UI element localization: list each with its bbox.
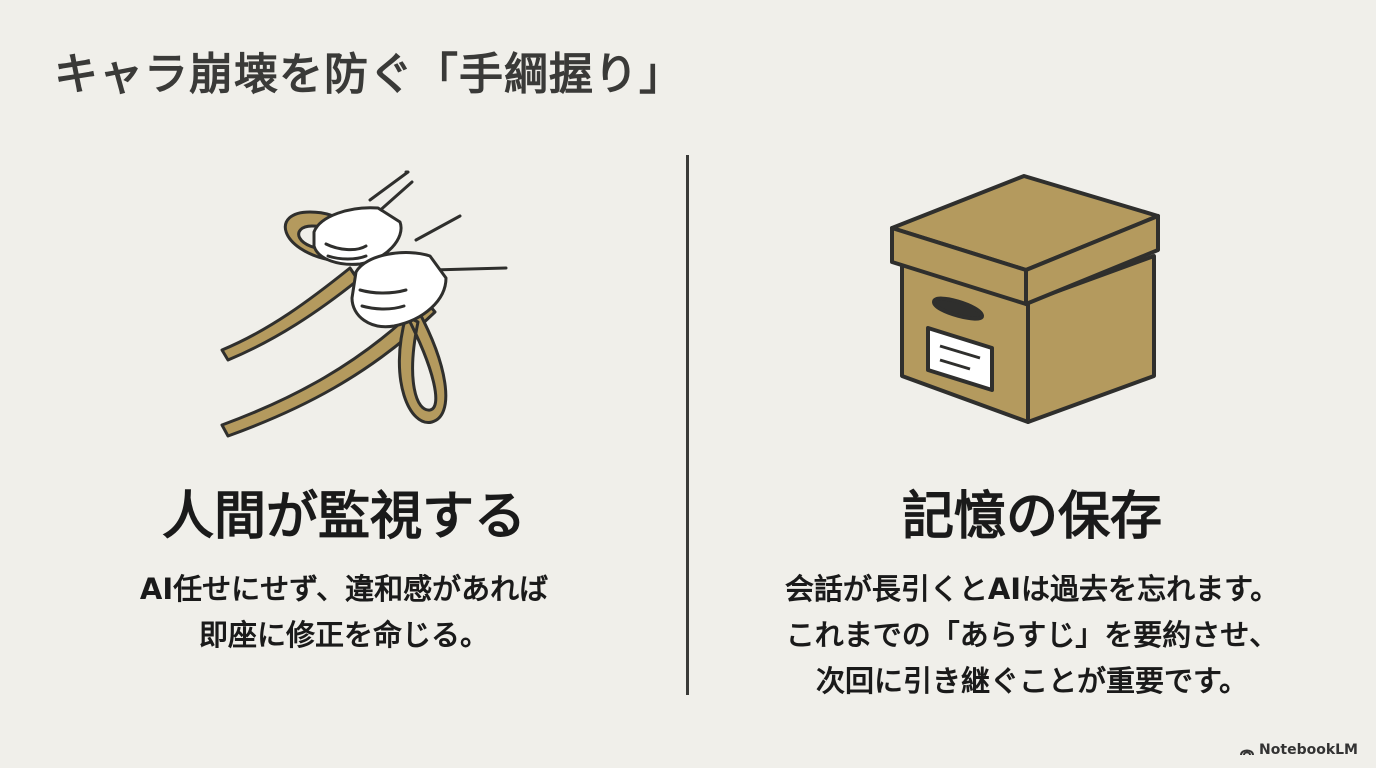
hands-holding-reins-icon	[220, 170, 508, 438]
left-body-line: 即座に修正を命じる。	[198, 618, 489, 652]
left-column: 人間が監視する AI任せにせず、違和感があれば 即座に修正を命じる。	[0, 170, 688, 658]
watermark-text: NotebookLM	[1259, 742, 1358, 758]
right-heading: 記憶の保存	[901, 487, 1162, 547]
left-heading: 人間が監視する	[161, 487, 526, 547]
left-body: AI任せにせず、違和感があれば 即座に修正を命じる。	[0, 566, 688, 658]
left-body-line: AI任せにせず、違和感があれば	[139, 572, 549, 606]
right-body-line: 次回に引き継ぐことが重要です。	[815, 664, 1249, 698]
notebooklm-watermark: NotebookLM	[1239, 742, 1358, 758]
right-body-line: 会話が長引くとAIは過去を忘れます。	[784, 572, 1280, 606]
column-divider	[686, 155, 689, 695]
notebooklm-logo-icon	[1240, 749, 1255, 756]
storage-box-icon	[890, 174, 1160, 424]
right-column: 記憶の保存 会話が長引くとAIは過去を忘れます。 これまでの「あらすじ」を要約さ…	[688, 0, 1376, 768]
right-body: 会話が長引くとAIは過去を忘れます。 これまでの「あらすじ」を要約させ、 次回に…	[688, 566, 1376, 704]
slide-title: キャラ崩壊を防ぐ「手綱握り」	[54, 49, 684, 100]
right-body-line: これまでの「あらすじ」を要約させ、	[785, 618, 1279, 652]
